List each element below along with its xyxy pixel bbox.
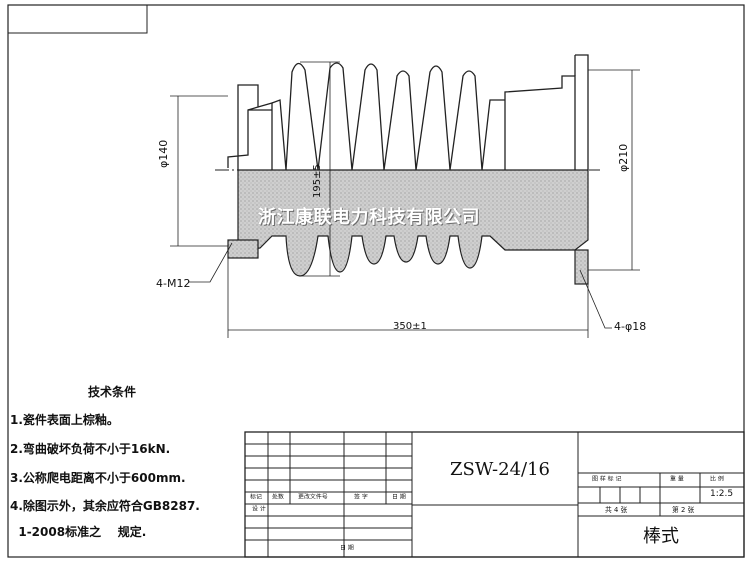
- tech-requirements-title: 技术条件: [88, 385, 137, 399]
- tech-requirement-4: 4.除图示外，其余应符合GB8287.: [10, 499, 200, 513]
- col-label-mark: 标记: [250, 493, 262, 500]
- col-label-count: 处数: [272, 493, 284, 500]
- title-block-grid: [244, 431, 745, 558]
- dim-flange-right: φ210: [617, 143, 630, 172]
- sheet-number: 第 2 张: [672, 506, 695, 514]
- dim-overall-length: 350±1: [393, 321, 427, 332]
- col-label-change-doc: 更改文件号: [298, 493, 328, 500]
- scale-label: 比 例: [710, 475, 724, 482]
- dim-shed-diameter: 195±5: [312, 164, 323, 198]
- tech-requirement-1: 1.瓷件表面上棕釉。: [10, 413, 119, 427]
- dim-left-holes: 4-M12: [156, 277, 191, 290]
- design-label: 设 计: [252, 505, 266, 512]
- tech-requirement-4-cont: 1-2008标准之 规定.: [10, 525, 147, 539]
- insulator-section: [227, 169, 589, 285]
- drawing-scale: 1:2.5: [710, 489, 734, 499]
- date-label: 日 期: [340, 544, 354, 551]
- company-watermark: 浙江康联电力科技有限公司: [258, 207, 480, 228]
- insulator-outline: [227, 54, 589, 171]
- drawing-part-name: 棒式: [643, 526, 679, 547]
- tech-requirement-2: 2.弯曲破坏负荷不小于16kN.: [10, 442, 171, 456]
- dim-flange-left: φ140: [157, 139, 170, 168]
- stage-mark-label: 图 样 标 记: [592, 475, 622, 482]
- dim-right-holes: 4-φ18: [614, 320, 647, 333]
- dimension-lines: [170, 61, 640, 338]
- sheet-total: 共 4 张: [605, 506, 628, 514]
- weight-label: 重 量: [670, 475, 684, 482]
- col-label-date: 日 期: [392, 493, 406, 500]
- drawing-model-number: ZSW-24/16: [450, 459, 550, 480]
- tech-requirement-3: 3.公称爬电距离不小于600mm.: [10, 471, 186, 485]
- col-label-signature: 签 字: [354, 493, 368, 500]
